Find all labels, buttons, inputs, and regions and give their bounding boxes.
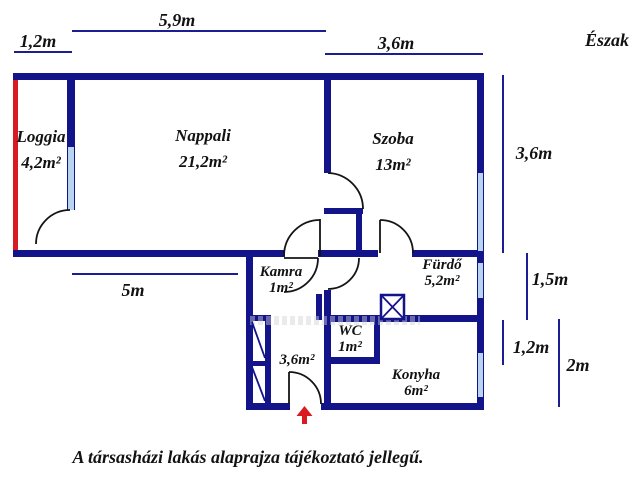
room-area: 13m² (375, 155, 411, 174)
wall-hall-right-upper (324, 290, 331, 315)
wall-wc-bottom (324, 357, 380, 364)
room-label-konyha: Konyha 6m² (381, 367, 451, 399)
watermark (250, 316, 420, 325)
room-name: Konyha (391, 367, 441, 383)
room-name: WC (338, 323, 362, 339)
room-label-hall: 3,6m² (279, 352, 315, 368)
dim-label-right-outer: 2m (566, 355, 590, 375)
room-area: 4,2m² (21, 153, 61, 172)
wall-furdo-top (412, 250, 484, 257)
room-label-loggia: Loggia 4,2m² (4, 124, 78, 176)
nappali-door-arc (283, 219, 321, 257)
dim-label-right-upper: 3,6m (515, 143, 553, 163)
wall-hall-top (318, 250, 378, 257)
dim-label-top-right: 3,6m (377, 33, 415, 53)
wall-outer-right-mid (477, 298, 484, 353)
wall-szoba-notch-side (356, 208, 362, 253)
dim-label-right-middle: 1,5m (531, 269, 569, 289)
room-label-szoba: Szoba 13m² (343, 126, 443, 178)
dim-label-right-lower: 1,2m (512, 337, 550, 357)
room-area: 1m² (269, 280, 293, 296)
loggia-red-edge (13, 80, 18, 250)
shaft-icon-cross (380, 294, 405, 320)
entrance-arrow-stem (302, 416, 307, 424)
loggia-window (67, 147, 75, 210)
closet-divider (246, 361, 271, 366)
furdo-door-arc (379, 219, 414, 254)
room-area: 5,2m² (424, 273, 460, 289)
loggia-door-arc (35, 209, 71, 245)
wall-szoba-notch-top (324, 208, 363, 214)
room-label-furdo: Fürdő 5,2m² (407, 257, 477, 289)
room-name: Nappali (175, 126, 231, 145)
wall-wc-right (374, 322, 380, 362)
wall-nappali-bottom (13, 250, 285, 257)
room-label-nappali: Nappali 21,2m² (153, 123, 253, 175)
dim-label-bottom-left: 5m (121, 280, 145, 300)
entrance-arrow-icon (296, 406, 313, 416)
wc-door-arc (327, 257, 360, 290)
caption: A társasházi lakás alaprajza tájékoztató… (72, 447, 424, 467)
compass-label: Észak (584, 30, 629, 50)
szoba-window (477, 173, 484, 251)
wall-outer-right-upper (477, 73, 484, 173)
room-name: Szoba (372, 129, 414, 148)
room-label-wc: WC 1m² (315, 323, 385, 355)
wall-outer-right-corner (477, 251, 484, 263)
wall-loggia-right (67, 75, 75, 147)
room-area: 21,2m² (178, 152, 228, 171)
room-name: Kamra (259, 264, 303, 280)
entrance-door-arc (288, 371, 322, 405)
closet-hatch (251, 321, 266, 402)
kamra-door-arc (283, 257, 319, 293)
room-name: Fürdő (422, 257, 462, 273)
closet-top (246, 315, 271, 321)
room-area: 6m² (404, 383, 428, 399)
wall-outer-top (13, 73, 484, 80)
dim-label-top-left: 1,2m (19, 31, 57, 51)
room-area: 1m² (338, 339, 362, 355)
wall-outer-left-lower (246, 250, 253, 410)
dim-label-top: 5,9m (158, 10, 196, 30)
wall-kamra-right (316, 294, 322, 320)
wall-outer-bottom-right (321, 403, 484, 410)
wall-nappali-szoba (324, 75, 331, 173)
wall-hall-right-lower (324, 322, 331, 403)
konyha-window (477, 353, 484, 397)
furdo-window (477, 263, 484, 298)
room-name: Loggia (16, 127, 66, 146)
room-label-kamra: Kamra 1m² (246, 264, 316, 296)
szoba-door-arc (327, 172, 364, 210)
